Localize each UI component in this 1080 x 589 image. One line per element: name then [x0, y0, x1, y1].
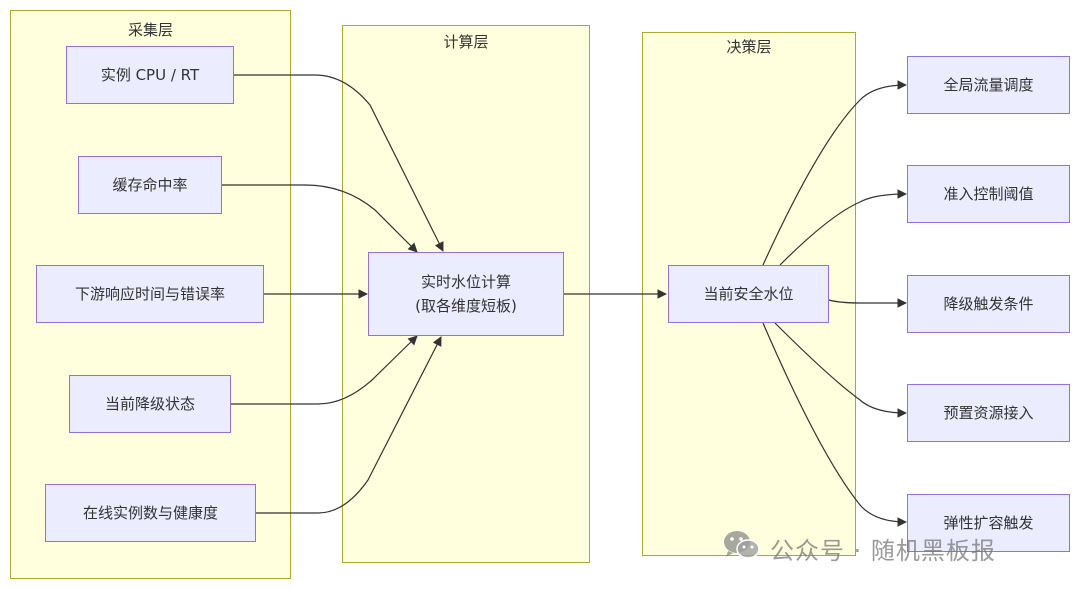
node-cpu-rt: 实例 CPU / RT [66, 46, 234, 104]
edge-online-to-calc [256, 336, 442, 514]
node-online-instances-label: 在线实例数与健康度 [82, 504, 218, 522]
cluster-collect-title: 采集层 [127, 21, 173, 39]
watermark: 公众号 · 随机黑板报 [722, 528, 996, 568]
cluster-compute-title: 计算层 [443, 33, 489, 51]
edge-degrade-state-to-calc [231, 335, 418, 405]
node-preset-resource-label: 预置资源接入 [943, 404, 1034, 422]
edge-cache-to-calc [222, 184, 418, 253]
edge-safe-to-global [762, 80, 907, 266]
node-degrade-trigger-label: 降级触发条件 [943, 295, 1034, 313]
node-global-traffic-label: 全局流量调度 [943, 76, 1034, 94]
node-downstream-label: 下游响应时间与错误率 [74, 285, 225, 303]
node-online-instances: 在线实例数与健康度 [45, 484, 256, 542]
node-degrade-state: 当前降级状态 [69, 375, 231, 433]
edge-safe-to-elastic [762, 322, 907, 527]
node-admission-label: 准入控制阈值 [943, 185, 1034, 203]
node-downstream: 下游响应时间与错误率 [36, 265, 264, 323]
watermark-text: 公众号 · 随机黑板报 [770, 536, 996, 565]
node-safe-level: 当前安全水位 [668, 265, 829, 323]
node-degrade-trigger: 降级触发条件 [907, 275, 1070, 333]
node-safe-level-label: 当前安全水位 [703, 285, 794, 303]
node-degrade-state-label: 当前降级状态 [104, 395, 195, 413]
cluster-decide-title: 决策层 [726, 38, 772, 56]
node-realtime-calc: 实时水位计算 (取各维度短板) [368, 252, 564, 336]
node-cpu-rt-label: 实例 CPU / RT [100, 66, 200, 84]
node-cache-hit: 缓存命中率 [78, 156, 222, 214]
node-elastic-scale-label: 弹性扩容触发 [943, 514, 1034, 532]
edge-cpu-to-calc [234, 74, 444, 252]
edge-safe-to-degrade-trigger [828, 298, 907, 308]
node-elastic-scale: 弹性扩容触发 [907, 494, 1070, 552]
node-admission: 准入控制阈值 [907, 165, 1070, 223]
node-realtime-calc-line1: 实时水位计算 [420, 273, 511, 291]
edge-safe-to-preset [774, 322, 907, 418]
node-cache-hit-label: 缓存命中率 [112, 176, 188, 194]
node-global-traffic: 全局流量调度 [907, 56, 1070, 114]
edge-safe-to-admission [779, 189, 907, 266]
node-realtime-calc-line2: (取各维度短板) [415, 297, 517, 315]
wechat-icon [722, 528, 762, 568]
node-preset-resource: 预置资源接入 [907, 384, 1070, 442]
